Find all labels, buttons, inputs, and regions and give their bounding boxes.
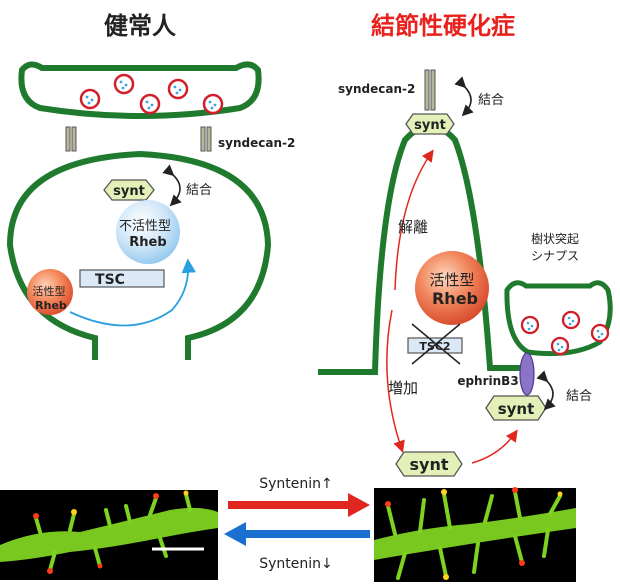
- syndecan-rod: [65, 126, 77, 152]
- synt-bottom-marker: synt: [395, 451, 463, 477]
- syntenin-up-arrow: [228, 493, 370, 517]
- tsc-panel: syndecan-2 synt 結合 解離 活性型 Rheb TSC2 増加 s…: [318, 69, 613, 477]
- ephrin-label: ephrinB3: [457, 374, 518, 388]
- vesicle: [167, 78, 189, 100]
- vesicle: [561, 310, 581, 330]
- active-rheb-large-line1: 活性型: [429, 271, 474, 289]
- active-rheb: [27, 269, 73, 315]
- presynaptic-terminal: [18, 61, 262, 119]
- tsc2-label: TSC2: [419, 340, 450, 353]
- syndecan-rod: [424, 69, 436, 111]
- synt-ephrin-marker: synt: [485, 395, 547, 421]
- active-rheb-large-line2: Rheb: [432, 289, 478, 308]
- elongated-spine-membrane: [318, 123, 525, 375]
- synt-recruit-arrow: [471, 429, 518, 464]
- syndecan-rod: [200, 126, 212, 152]
- micrograph-healthy: [0, 490, 218, 580]
- increase-label: 増加: [388, 379, 418, 397]
- active-rheb-large: [415, 251, 489, 325]
- vesicle: [590, 323, 610, 343]
- inactivation-arrow: [69, 258, 196, 327]
- synt-ephrin-label: synt: [498, 400, 535, 418]
- vesicle: [550, 336, 570, 356]
- dissociation-label: 解離: [398, 218, 428, 236]
- spine-membrane: [6, 150, 272, 360]
- binding-label-top: 結合: [478, 93, 504, 108]
- synt-bottom-label: synt: [410, 455, 449, 474]
- active-rheb-line2: Rheb: [35, 299, 67, 312]
- binding-arrow: [162, 164, 182, 207]
- binding-label: 結合: [186, 183, 212, 198]
- tsc2-crossed: TSC2: [407, 323, 463, 365]
- binding-arrow-ephrin: [536, 370, 556, 411]
- binding-arrow-top: [454, 76, 474, 117]
- tsc-label: TSC: [95, 272, 125, 288]
- synt-marker: synt: [103, 179, 155, 201]
- syndecan-label: syndecan-2: [338, 82, 415, 96]
- syntenin-up-label: Syntenin↑: [259, 476, 333, 492]
- healthy-title: 健常人: [104, 12, 176, 40]
- dendritic-synapse-terminal: [504, 280, 613, 357]
- ephrin-b3: [519, 352, 535, 396]
- synt-top-marker: synt: [405, 113, 455, 135]
- inactive-rheb-line1: 不活性型: [119, 219, 171, 234]
- active-rheb-line1: 活性型: [33, 284, 66, 298]
- healthy-panel: syndecan-2 synt 結合 不活性型 Rheb TSC 活性型 Rhe…: [6, 61, 295, 360]
- dendritic-synapse-line1: 樹状突起: [531, 231, 579, 246]
- tsc-box: [79, 269, 165, 288]
- syndecan-label: syndecan-2: [218, 136, 295, 150]
- synt-label: synt: [113, 184, 145, 199]
- syntenin-down-label: Syntenin↓: [259, 556, 333, 572]
- synaptic-vesicles-right: [520, 310, 610, 356]
- vesicle: [139, 93, 161, 115]
- synt-top-label: synt: [414, 118, 446, 133]
- tsc-title: 結節性硬化症: [371, 12, 515, 40]
- vesicle: [113, 73, 135, 95]
- increase-arrow: [386, 309, 405, 453]
- binding-label-ephrin: 結合: [566, 389, 592, 404]
- dendritic-synapse-line2: シナプス: [531, 249, 579, 263]
- micrograph-tsc: [374, 487, 576, 582]
- dissociation-arrow: [394, 149, 434, 291]
- syntenin-down-arrow: [224, 522, 370, 546]
- vesicle: [79, 88, 101, 110]
- vesicle: [202, 93, 224, 115]
- vesicle: [520, 315, 540, 335]
- synaptic-vesicles: [79, 73, 224, 115]
- inactive-rheb-line2: Rheb: [129, 235, 166, 250]
- inactive-rheb: [116, 200, 180, 264]
